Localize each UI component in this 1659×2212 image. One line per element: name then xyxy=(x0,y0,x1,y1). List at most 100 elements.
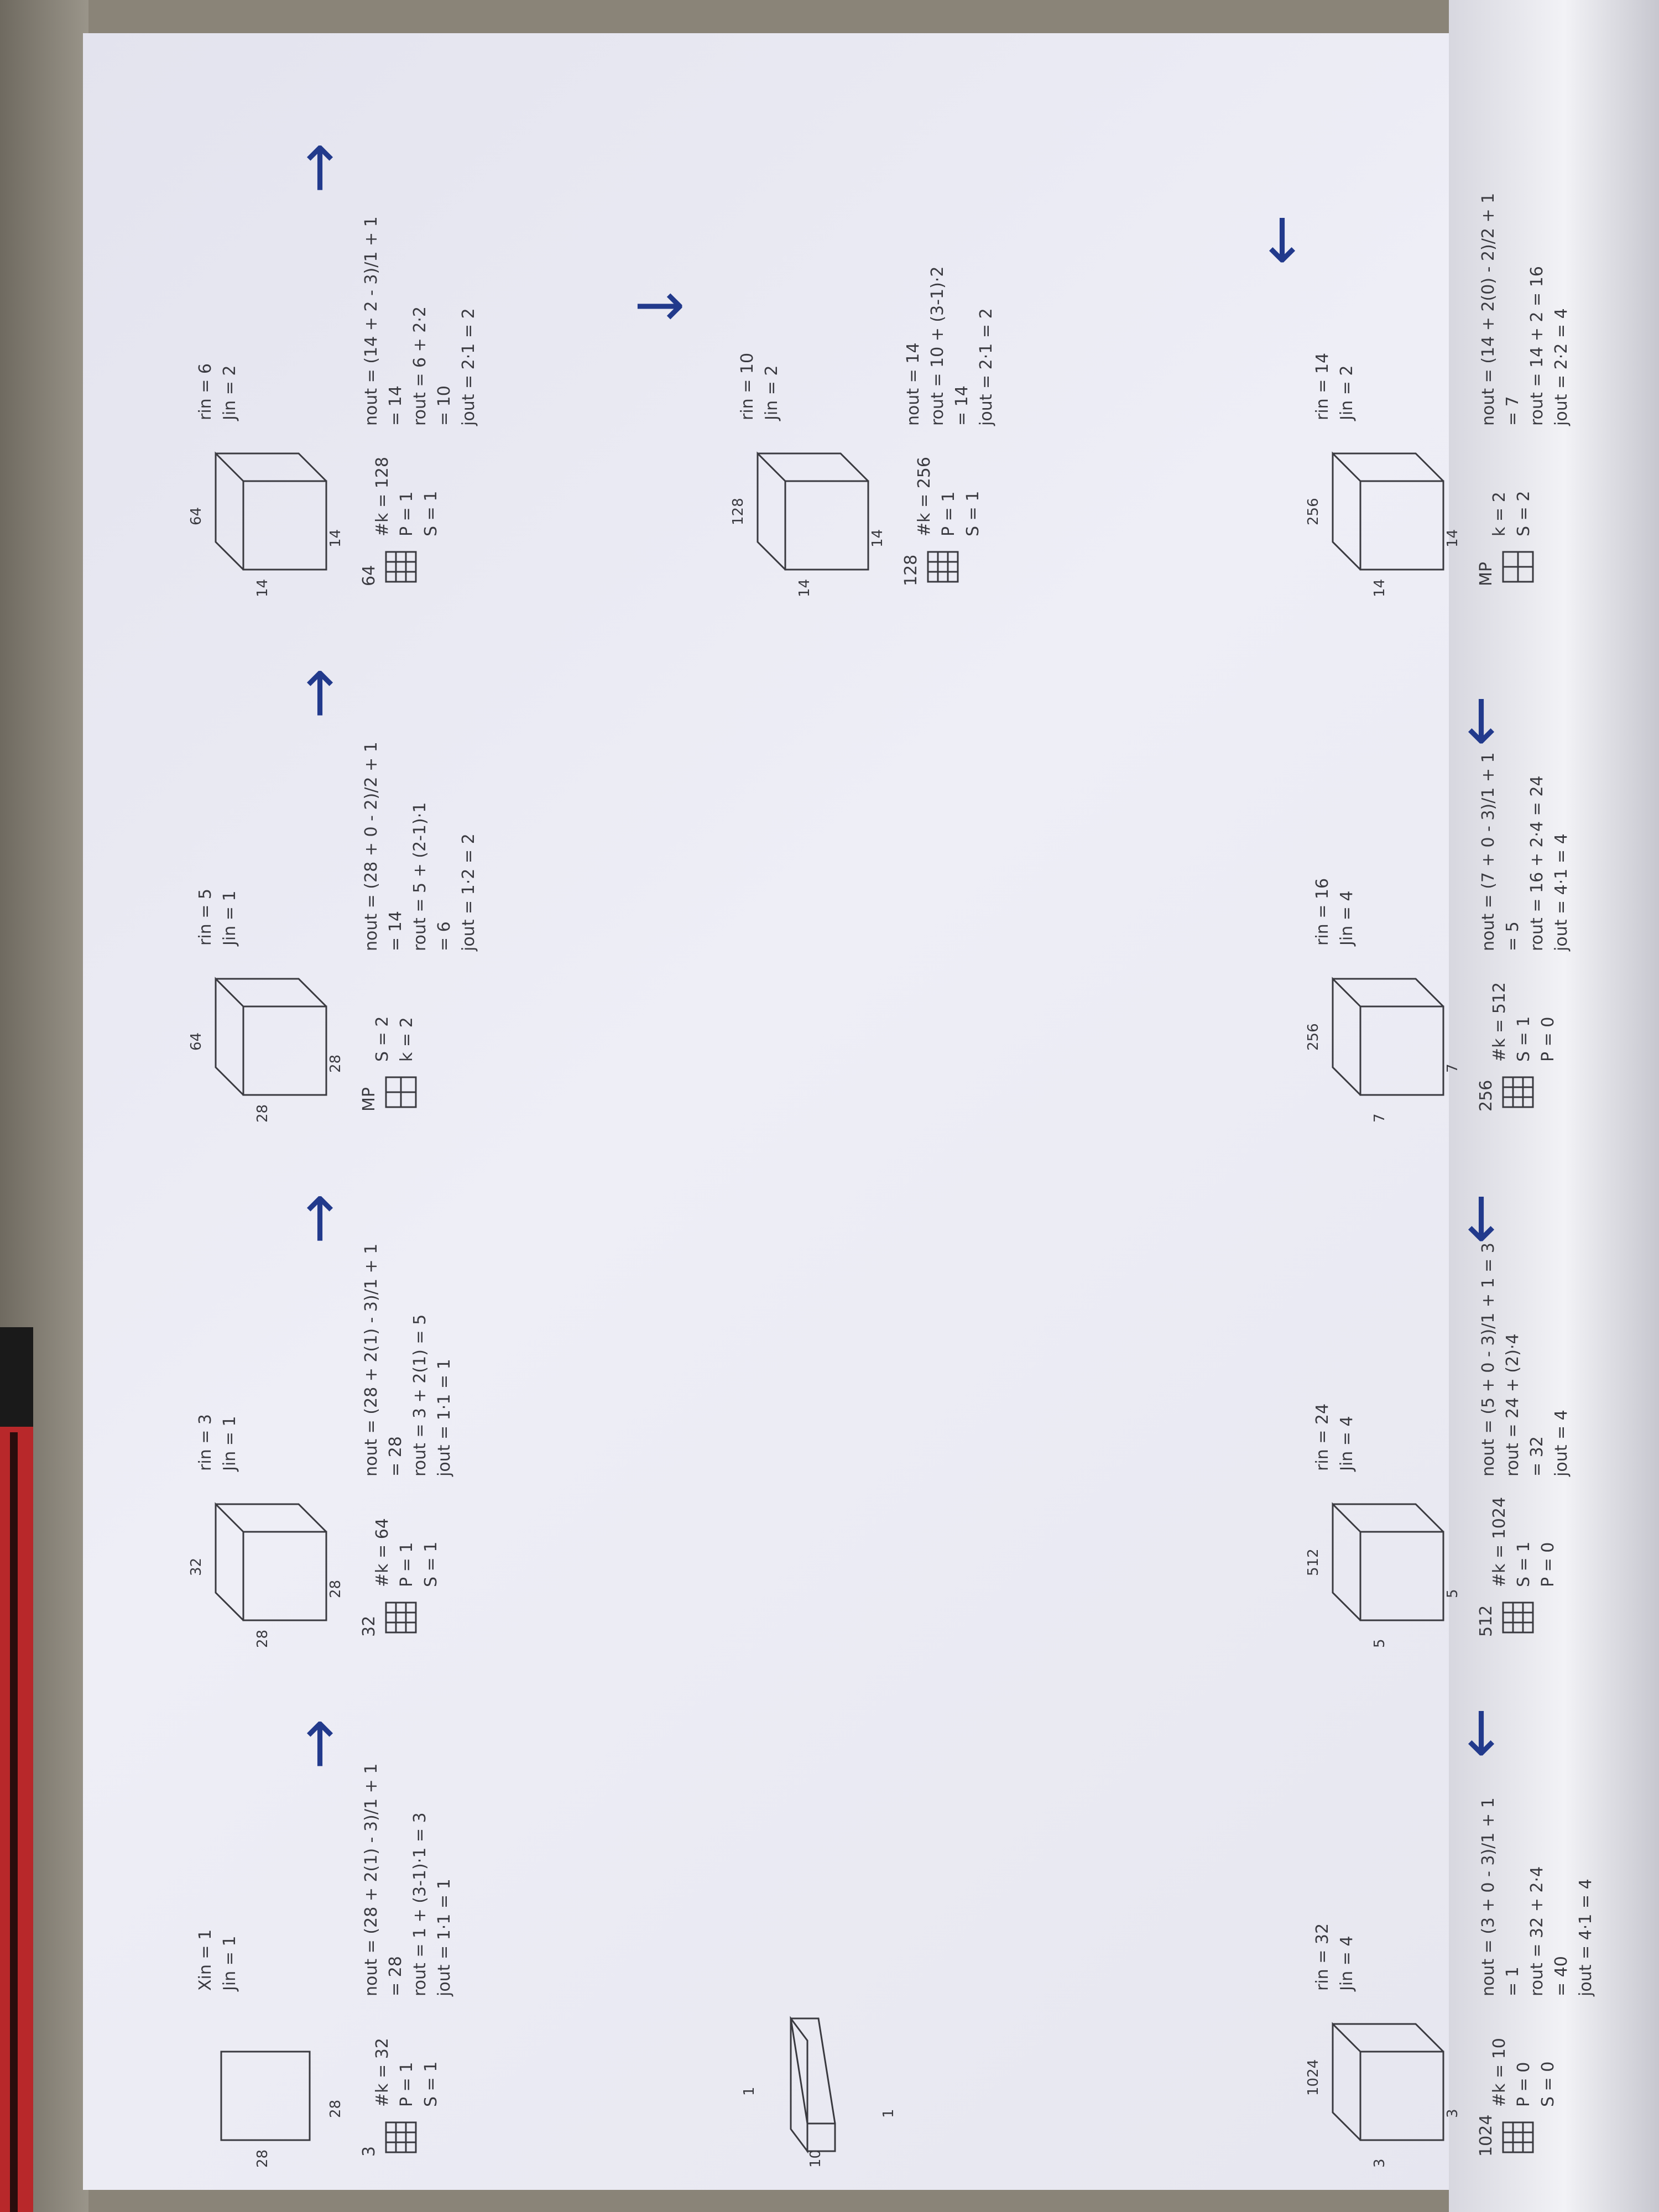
calc-line: rout = 14 + 2 = 16 xyxy=(1527,266,1547,426)
kernel-param-p: S = 1 xyxy=(1514,1541,1533,1587)
calc-line: nout = (14 + 2(0) - 2)/2 + 1 xyxy=(1479,192,1498,426)
calc-line: nout = (14 + 2 - 3)/1 + 1 xyxy=(362,216,381,426)
dim-left: 3 xyxy=(1371,2158,1388,2168)
kernel-param-p: k = 2 xyxy=(397,1017,416,1062)
feature-map-cuboid-icon xyxy=(757,451,869,571)
flow-arrow-icon: → xyxy=(283,1193,353,1244)
calc-line: = 5 xyxy=(1503,921,1522,951)
kernel-param-s: S = 1 xyxy=(421,491,441,536)
calc-line: jout = 1·1 = 1 xyxy=(435,1359,454,1477)
kernel-param-count: #k = 32 xyxy=(373,2038,392,2107)
calc-line: rout = 3 + 2(1) = 5 xyxy=(410,1314,430,1477)
feature-map-cuboid-icon xyxy=(1332,2022,1444,2141)
kernel-params: S = 2 k = 2 xyxy=(371,1016,419,1062)
feature-map-cuboid-icon xyxy=(1332,451,1444,571)
input-param: Jin = 4 xyxy=(1337,1416,1357,1472)
calc-line: rout = 5 + (2-1)·1 xyxy=(410,802,430,951)
calc-line: nout = (28 + 2(1) - 3)/1 + 1 xyxy=(362,1243,381,1477)
dim-bottom: 14 xyxy=(869,529,886,547)
calc-line: = 14 xyxy=(952,385,972,426)
kernel-params: #k = 128 P = 1 S = 1 xyxy=(371,457,444,536)
calc-line: jout = 2·2 = 4 xyxy=(1552,308,1571,426)
maxpool-grid-icon xyxy=(1502,551,1534,583)
kernel-param-s: S = 0 xyxy=(1538,2061,1558,2107)
dim-top: 32 xyxy=(188,1557,205,1576)
kernel-param-count: #k = 128 xyxy=(373,457,392,536)
flow-arrow-icon: ← xyxy=(1444,1707,1515,1759)
calc-block: nout = (3 + 0 - 3)/1 + 1 = 1 rout = 32 + 2… xyxy=(1477,1797,1598,1996)
kernel-param-s: S = 1 xyxy=(963,491,983,536)
calc-block: nout = (5 + 0 - 3)/1 + 1 = 3 rout = 24 + … xyxy=(1477,1243,1574,1477)
calc-line: = 14 xyxy=(386,911,405,951)
calc-line: rout = 24 + (2)·4 xyxy=(1503,1333,1522,1477)
flow-arrow-icon: → xyxy=(283,1718,353,1770)
kernel-param-s: S = 1 xyxy=(421,2061,441,2107)
dim-top: 128 xyxy=(730,498,747,525)
input-param: Jin = 2 xyxy=(220,365,239,421)
dim-top: 64 xyxy=(188,1032,205,1051)
feature-map-cuboid-icon xyxy=(215,977,327,1096)
kernel-params: #k = 1024 S = 1 P = 0 xyxy=(1488,1497,1561,1587)
kernel-label: 128 xyxy=(901,554,921,586)
kernel-param-p: P = 1 xyxy=(397,491,416,536)
dim-top: 64 xyxy=(188,507,205,525)
dim-left: 28 xyxy=(254,2149,271,2168)
calc-line: rout = 32 + 2·4 xyxy=(1527,1866,1547,1996)
feature-map-cuboid-icon xyxy=(790,2016,836,2154)
input-param: rin = 10 xyxy=(738,352,757,420)
kernel-param-count: k = 2 xyxy=(1490,492,1509,536)
kernel-grid-icon xyxy=(1502,1076,1534,1108)
kernel-param-count: #k = 1024 xyxy=(1490,1496,1509,1587)
calc-line: nout = (28 + 0 - 2)/2 + 1 xyxy=(362,742,381,951)
input-param: rin = 16 xyxy=(1313,878,1332,946)
input-param: Jin = 1 xyxy=(220,1936,239,1991)
calc-line: jout = 2·1 = 2 xyxy=(459,308,478,426)
kernel-label: 3 xyxy=(359,2146,379,2157)
kernel-grid-icon xyxy=(385,2121,417,2153)
kernel-grid-icon xyxy=(1502,1601,1534,1634)
calc-line: = 1 xyxy=(1503,1966,1522,1996)
kernel-param-s: S = 1 xyxy=(421,1541,441,1587)
input-param: rin = 5 xyxy=(196,889,215,946)
calc-line: jout = 4 xyxy=(1552,1410,1571,1477)
flow-arrow-icon: → xyxy=(283,667,353,719)
dim-left: 28 xyxy=(254,1629,271,1648)
dim-bottom: 7 xyxy=(1444,1063,1461,1073)
kernel-param-count: #k = 512 xyxy=(1490,982,1509,1062)
calc-line: = 6 xyxy=(435,921,454,951)
calc-line: rout = 1 + (3-1)·1 = 3 xyxy=(410,1812,430,1996)
kernel-label: MP xyxy=(1477,562,1496,586)
input-param: Jin = 4 xyxy=(1337,890,1357,946)
dim-bottom: 14 xyxy=(1444,529,1461,547)
kernel-param-s: P = 0 xyxy=(1538,1542,1558,1587)
kernel-label: 256 xyxy=(1477,1079,1496,1112)
kernel-param-count: S = 2 xyxy=(373,1016,392,1062)
calc-line: jout = 4·1 = 4 xyxy=(1576,1879,1595,1996)
dim-left: 14 xyxy=(796,578,813,597)
feature-map-cuboid-icon xyxy=(215,451,327,571)
dim-left: 14 xyxy=(254,578,271,597)
dim-bottom: 3 xyxy=(1444,2109,1461,2118)
calc-line: nout = (5 + 0 - 3)/1 + 1 = 3 xyxy=(1479,1243,1498,1477)
calc-line: nout = (3 + 0 - 3)/1 + 1 xyxy=(1479,1797,1498,1996)
calc-line: = 14 xyxy=(386,385,405,426)
calc-line: jout = 1·2 = 2 xyxy=(459,833,478,951)
feature-map-cuboid-icon xyxy=(220,2051,311,2141)
kernel-grid-icon xyxy=(1502,2121,1534,2153)
input-param: Jin = 4 xyxy=(1337,1936,1357,1991)
